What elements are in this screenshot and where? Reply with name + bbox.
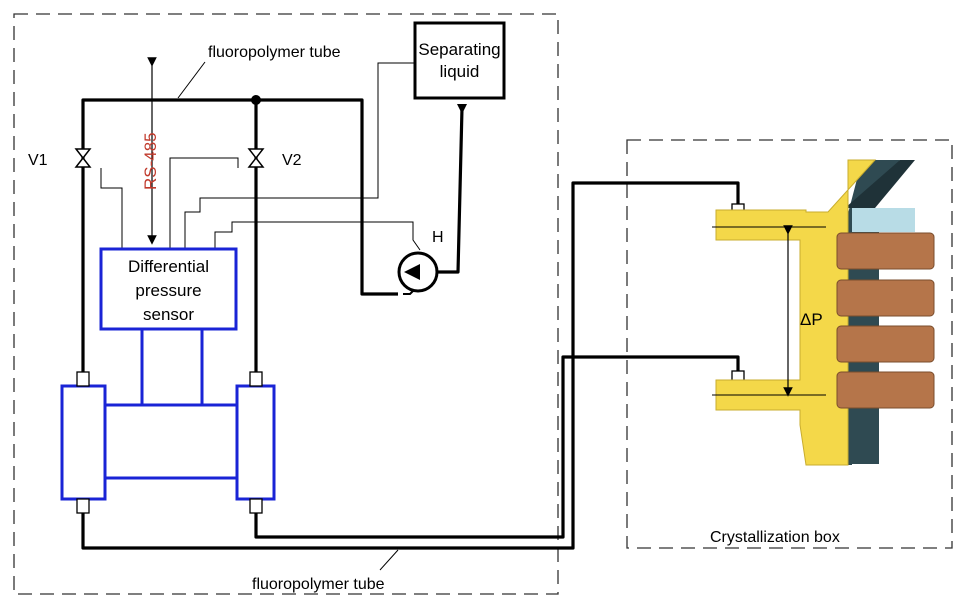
differential-pressure-sensor [99, 247, 238, 331]
delta-p-label: ΔP [800, 310, 823, 329]
bottom-tube-leader [379, 549, 399, 571]
separating-liquid-box [413, 21, 506, 100]
valve-v2 [247, 148, 265, 168]
fluoropolymer-tubing [81, 98, 740, 550]
separating-liquid-label-2: liquid [440, 62, 480, 81]
pump-label: H [432, 229, 444, 246]
fluoropolymer-tube-top-label: fluoropolymer tube [208, 44, 341, 61]
measurement-unit-boundary [13, 13, 559, 595]
pump-h [397, 251, 439, 295]
fluoropolymer-tube-bottom-label: fluoropolymer tube [252, 576, 385, 593]
crystallizer [715, 159, 935, 466]
sensor-label-2: pressure [135, 281, 201, 300]
sensor-label-3: sensor [143, 305, 194, 324]
top-tube-leader [177, 61, 206, 99]
valve-v1-label: V1 [28, 152, 48, 169]
rs485-label: RS-485 [141, 132, 160, 190]
separating-liquid-label-1: Separating [418, 40, 500, 59]
valve-v1 [74, 148, 92, 168]
separator-assembly [60, 329, 276, 501]
sensor-label-1: Differential [128, 257, 209, 276]
control-lines [100, 62, 421, 251]
crystallization-box-label: Crystallization box [710, 529, 840, 546]
delta-p-indicator [712, 225, 826, 397]
tube-junction [251, 95, 261, 105]
liquid-inlet-arrow [457, 104, 467, 114]
crystallization-box-boundary [626, 139, 953, 549]
valve-v2-label: V2 [282, 152, 302, 169]
